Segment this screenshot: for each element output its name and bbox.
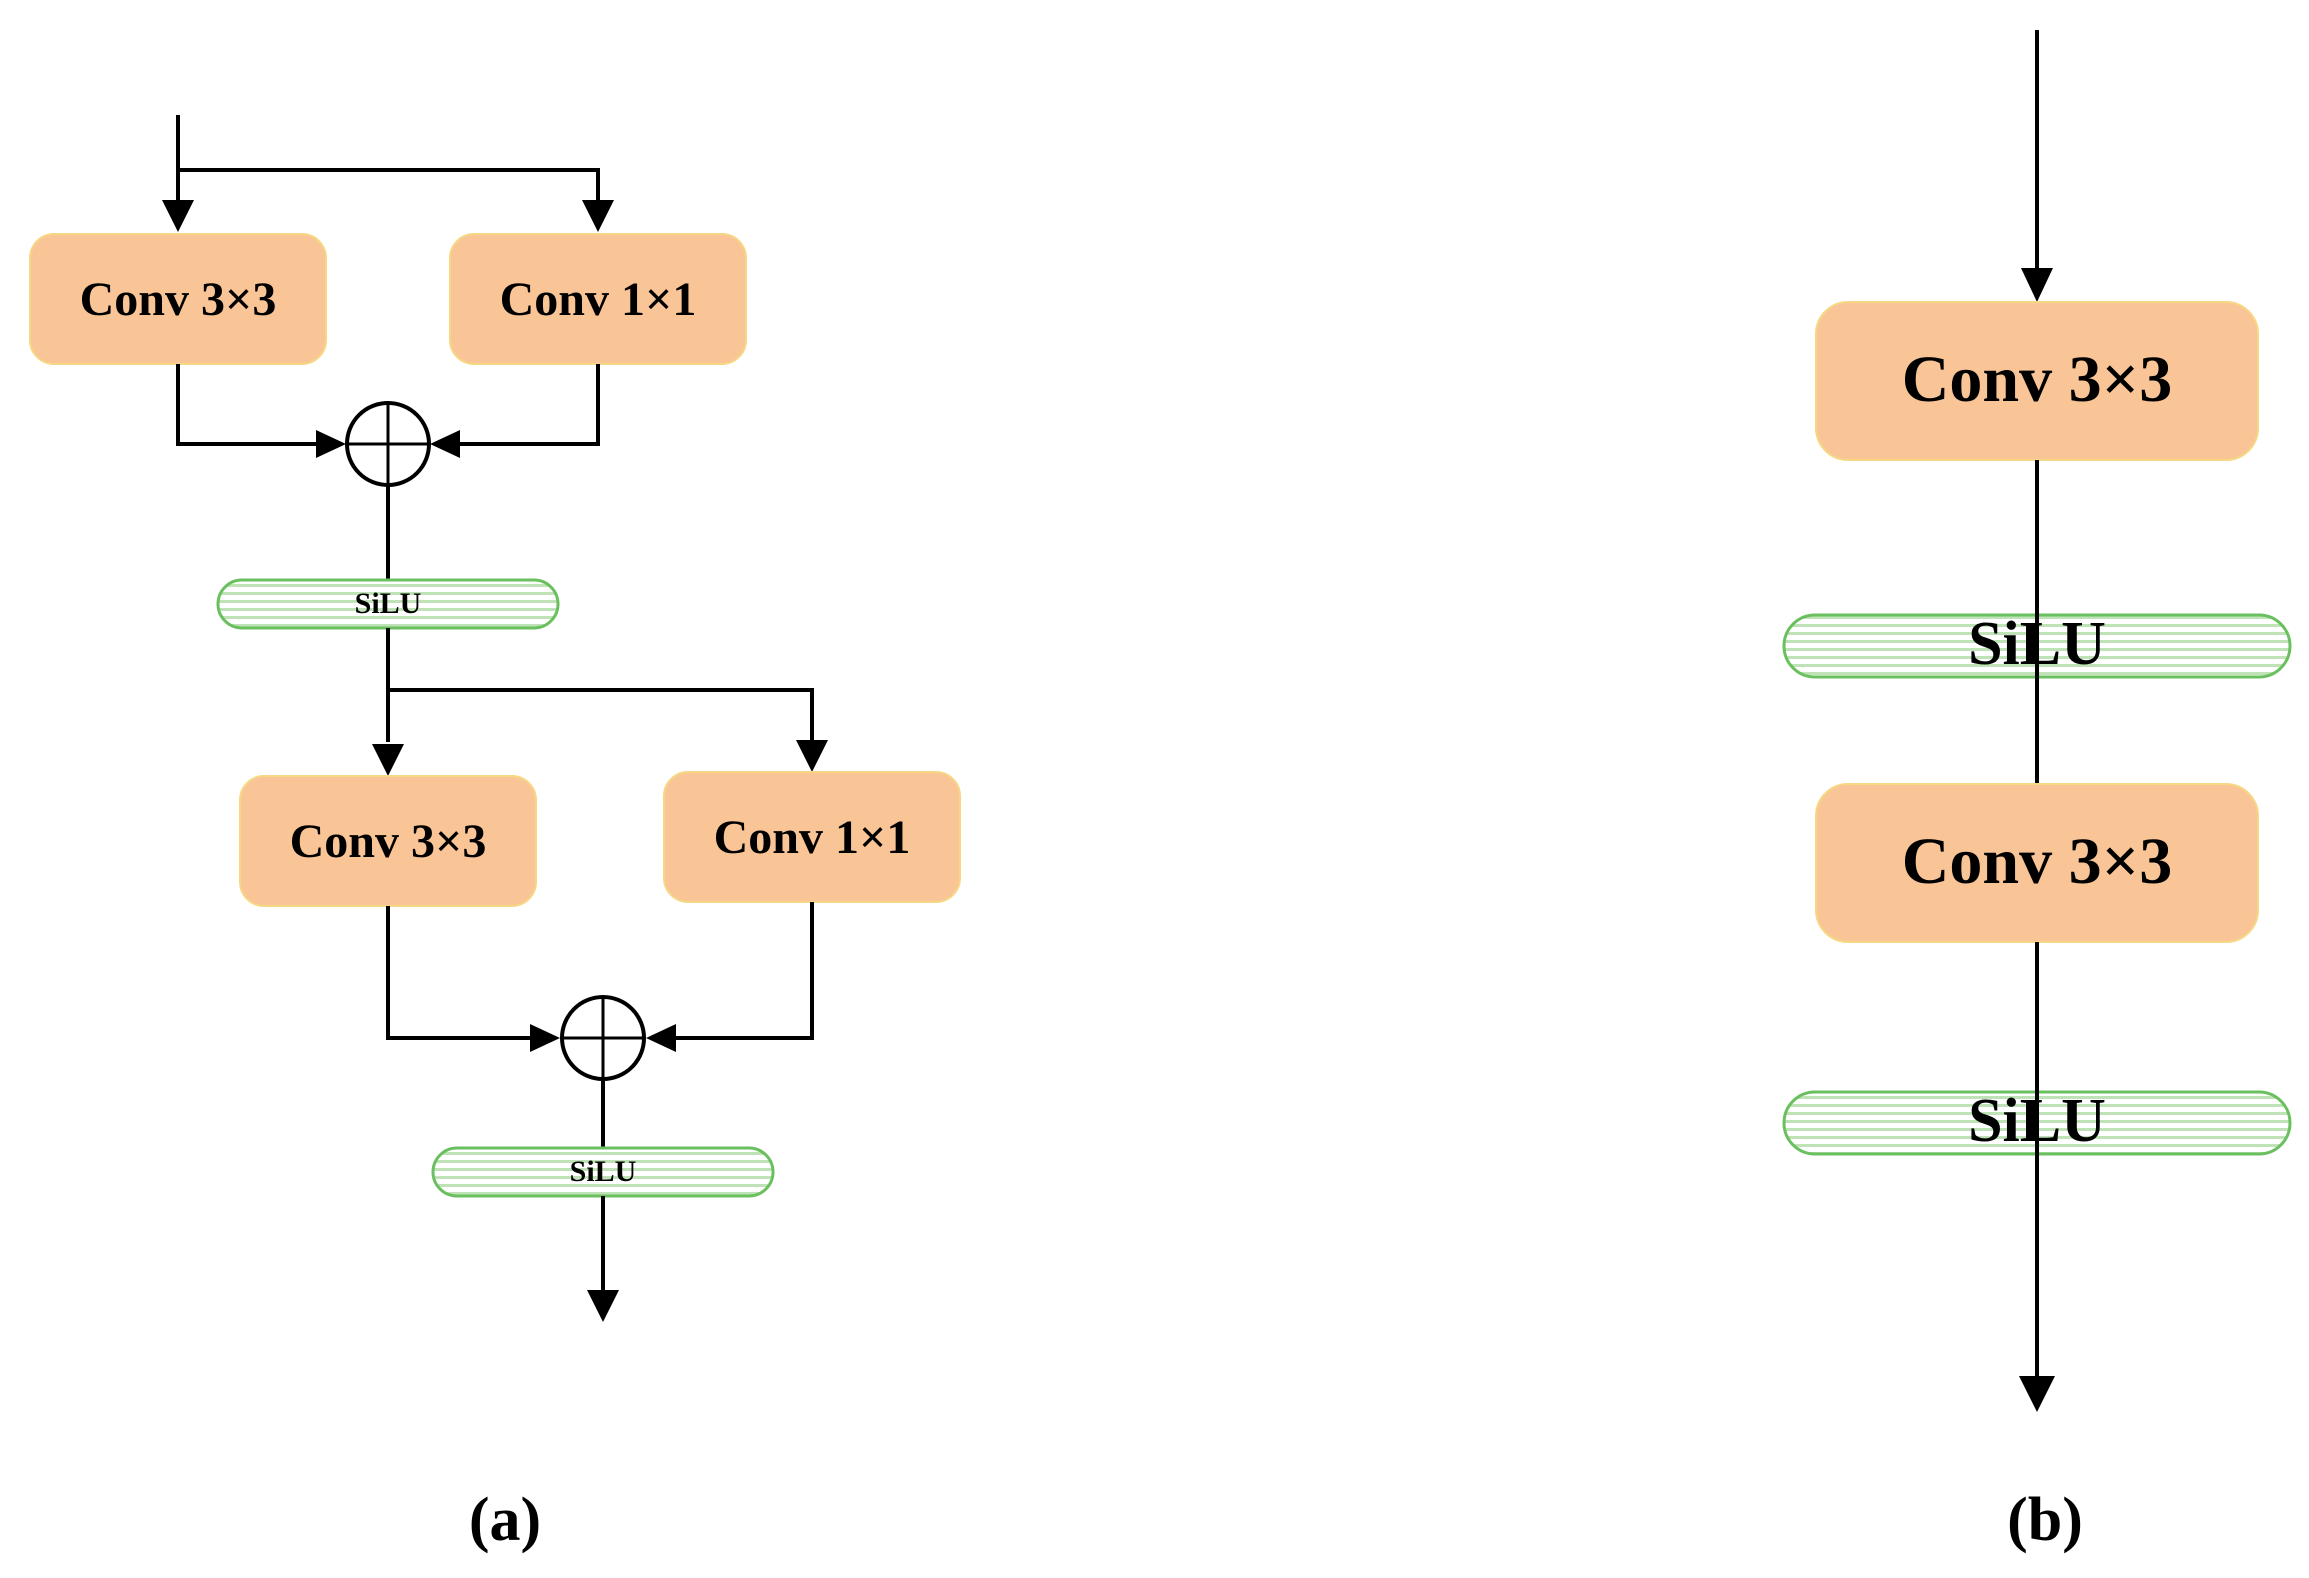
panel-a-caption: (a)	[469, 1486, 541, 1554]
panel-a-block2-conv1x1-label: Conv 1×1	[714, 811, 911, 864]
panel-a-block2-silu-label: SiLU	[570, 1155, 637, 1188]
panel-a-block1-silu: SiLU	[216, 578, 560, 630]
panel-a-block1-silu-label: SiLU	[355, 587, 422, 620]
panel-a-block2-merge-wires	[386, 902, 814, 1052]
panel-a-block2-conv3x3-label: Conv 3×3	[290, 815, 487, 868]
panel-a-block2-split-wires	[372, 628, 828, 776]
panel-b-conv1-label: Conv 3×3	[1902, 343, 2172, 416]
panel-a-block2-silu: SiLU	[431, 1146, 775, 1198]
panel-b-input-arrow	[2021, 30, 2053, 302]
panel-a-block2-conv1x1: Conv 1×1	[663, 771, 961, 903]
panel-b: Conv 3×3 SiLU Conv 3×3 SiLU (b)	[1782, 30, 2292, 1554]
panel-b-caption: (b)	[2007, 1486, 2083, 1554]
panel-b-silu1-label: SiLU	[1968, 610, 2106, 678]
panel-a: Conv 3×3 Conv 1×1 SiLU	[29, 115, 961, 1554]
panel-a-block1-conv1x1: Conv 1×1	[449, 233, 747, 365]
panel-a-block1-merge-wires	[176, 364, 600, 458]
panel-b-conv2-label: Conv 3×3	[1902, 825, 2172, 898]
panel-a-input-wires	[162, 115, 614, 232]
panel-b-output-arrow	[2019, 942, 2055, 1412]
panel-a-block1-conv3x3-label: Conv 3×3	[80, 273, 277, 326]
panel-a-output-arrow	[587, 1196, 619, 1322]
panel-a-block1-add-icon	[345, 401, 431, 487]
panel-b-conv1: Conv 3×3	[1815, 301, 2259, 461]
panel-b-conv2: Conv 3×3	[1815, 783, 2259, 943]
panel-a-block2-conv3x3: Conv 3×3	[239, 775, 537, 907]
panel-a-block1-conv3x3: Conv 3×3	[29, 233, 327, 365]
panel-a-block1-conv1x1-label: Conv 1×1	[500, 273, 697, 326]
panel-b-silu2-label: SiLU	[1968, 1087, 2106, 1155]
panel-a-block2-add-icon	[560, 995, 646, 1081]
